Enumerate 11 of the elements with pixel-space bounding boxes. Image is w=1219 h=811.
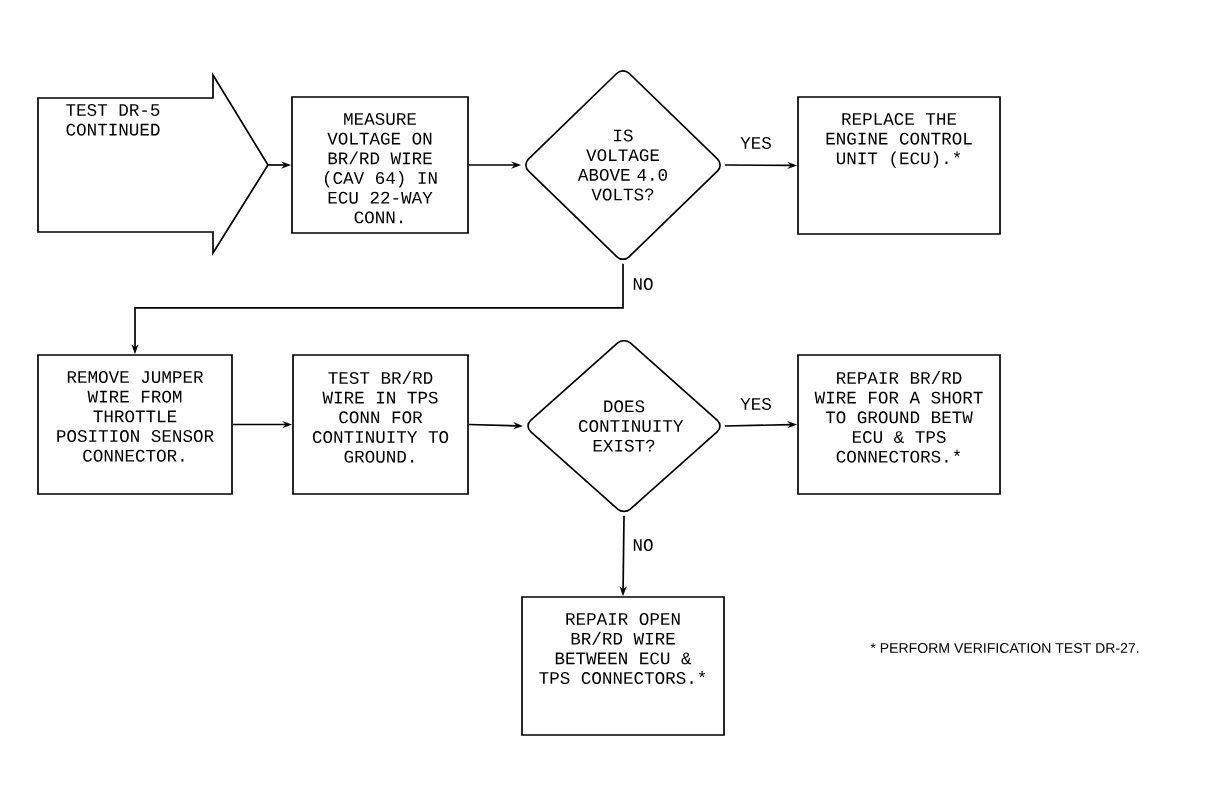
footnote: * PERFORM VERIFICATION TEST DR-27. [870, 643, 1139, 653]
edge-label: NO [631, 276, 655, 292]
process-box: REPAIR BR/RD WIRE FOR A SHORT TO GROUND BETW ECU & TPS CONNECTORS.* [797, 354, 1001, 495]
process-box: REPLACE THE ENGINE CONTROL UNIT (ECU).* [797, 96, 1001, 235]
process-box: TEST BR/RD WIRE IN TPS CONN FOR CONTINUITY TO GROUND. [292, 354, 469, 495]
process-box: REPAIR OPEN BR/RD WIRE BETWEEN ECU & TPS CONNECTORS.* [521, 596, 725, 736]
edge-label: YES [738, 135, 774, 151]
process-box: REMOVE JUMPER WIRE FROM THROTTLE POSITION SENSOR CONNECTOR. [37, 354, 233, 495]
process-box: MEASURE VOLTAGE ON BR/RD WIRE (CAV 64) IN ECU 22-WAY CONN. [291, 96, 469, 234]
edge-label: YES [738, 396, 774, 412]
edge-label: NO [631, 537, 655, 553]
